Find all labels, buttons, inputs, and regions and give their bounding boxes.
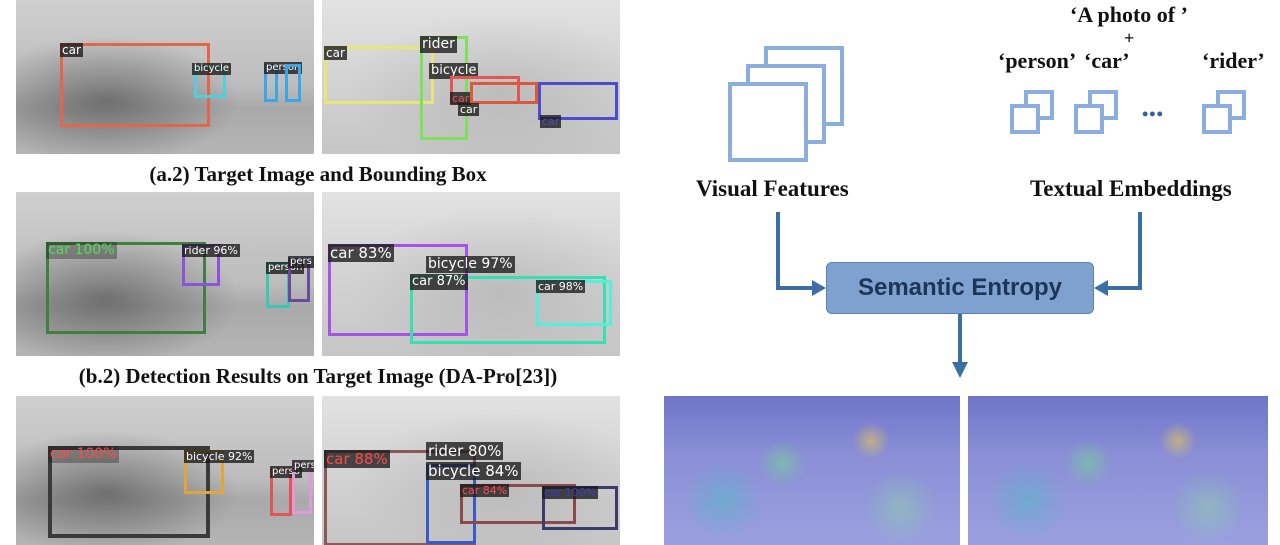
textual-embedding-icon bbox=[1202, 90, 1246, 134]
arrow-visual-to-entropy bbox=[776, 212, 818, 290]
photo-background bbox=[322, 192, 620, 356]
visual-features-icon bbox=[728, 46, 844, 162]
dapro-image-right: car 83% bicycle 97% car 87% car 98% bbox=[322, 192, 620, 356]
bbox-label: bicycle 84% bbox=[426, 462, 521, 480]
bbox-label: car bbox=[540, 115, 562, 129]
semantic-entropy-box: Semantic Entropy bbox=[826, 262, 1094, 314]
bbox-label: rider 96% bbox=[182, 244, 240, 258]
bbox-label: car bbox=[60, 43, 83, 58]
target-image-left: car bicycle person bbox=[16, 0, 314, 154]
bbox-label: car 84% bbox=[460, 484, 510, 498]
bbox-label: rider 80% bbox=[426, 442, 504, 460]
bbox-label: bicycle 97% bbox=[426, 256, 515, 273]
class-rider: ‘rider’ bbox=[1202, 48, 1265, 73]
bbox-label: car 98% bbox=[536, 280, 586, 294]
bbox-label: car 83% bbox=[328, 244, 394, 262]
bbox-person bbox=[285, 64, 301, 102]
arrowhead-icon bbox=[952, 362, 968, 378]
bbox-label: pers bbox=[292, 460, 314, 472]
bbox-car bbox=[60, 43, 210, 127]
visual-features-label: Visual Features bbox=[696, 176, 849, 201]
ours-image-left: car 100% bicycle 92% perso pers bbox=[16, 396, 314, 545]
bbox-label: pers bbox=[288, 256, 314, 268]
bbox-label: car bbox=[458, 103, 480, 117]
plus-sign: + bbox=[1124, 28, 1135, 48]
bbox-label: bicycle bbox=[192, 63, 231, 75]
bbox-label: car bbox=[450, 92, 472, 106]
bbox-label: car 100% bbox=[46, 242, 117, 259]
textual-embeddings-label: Textual Embeddings bbox=[1030, 176, 1232, 201]
bbox-car bbox=[470, 82, 538, 104]
ours-image-right: car 88% rider 80% bicycle 84% car 84% ca… bbox=[322, 396, 620, 545]
entropy-map-right bbox=[968, 396, 1268, 545]
class-person: ‘person’ bbox=[998, 48, 1077, 73]
arrowhead-icon bbox=[1094, 280, 1108, 296]
arrow-textual-to-entropy bbox=[1102, 212, 1142, 290]
ellipsis-dots: ••• bbox=[1142, 104, 1164, 124]
bbox-label: car 100% bbox=[542, 486, 599, 500]
dapro-image-left: car 100% rider 96% person pers bbox=[16, 192, 314, 356]
textual-embedding-icon bbox=[1074, 90, 1118, 134]
caption-b2: (b.2) Detection Results on Target Image … bbox=[78, 364, 558, 388]
arrowhead-icon bbox=[812, 280, 826, 296]
bbox-label: car bbox=[324, 46, 347, 61]
bbox-label: car 100% bbox=[48, 446, 119, 463]
class-car: ‘car’ bbox=[1084, 48, 1130, 73]
bbox-car bbox=[328, 244, 468, 336]
bbox-label: car 87% bbox=[410, 274, 468, 290]
bbox-car bbox=[460, 484, 576, 524]
textual-embedding-icon bbox=[1010, 90, 1054, 134]
entropy-map-left bbox=[664, 396, 960, 545]
prompt-text: ‘A photo of ’ bbox=[1070, 2, 1188, 27]
bbox-label: rider bbox=[420, 36, 457, 53]
bbox-car bbox=[410, 276, 606, 344]
photo-background bbox=[16, 396, 314, 545]
bbox-label: car 88% bbox=[324, 450, 390, 468]
photo-background bbox=[16, 192, 314, 356]
target-image-right: car rider bicycle car car car bbox=[322, 0, 620, 154]
bbox-car bbox=[538, 82, 618, 120]
bbox-label: bicycle bbox=[429, 63, 479, 79]
caption-a2: (a.2) Target Image and Bounding Box bbox=[149, 162, 487, 186]
bbox-car bbox=[46, 242, 206, 334]
bbox-label: bicycle 92% bbox=[184, 450, 255, 464]
